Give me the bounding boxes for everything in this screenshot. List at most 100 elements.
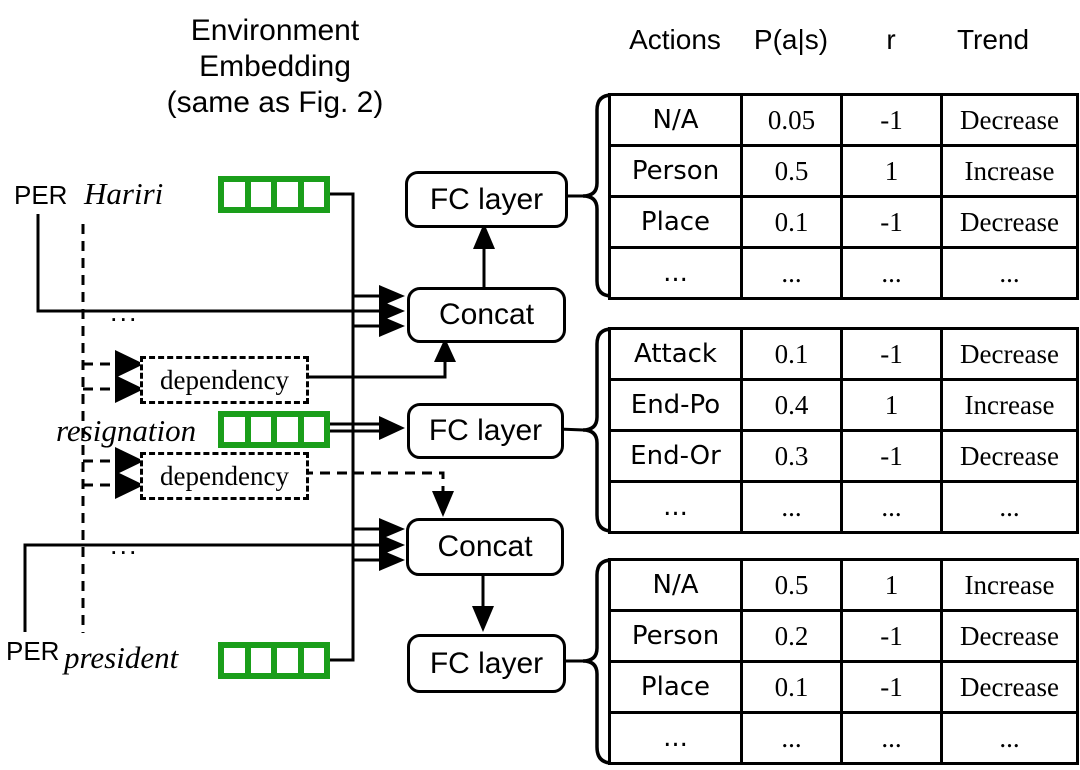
column-header-r: r: [886, 24, 896, 55]
column-header-actions: Actions: [629, 24, 721, 55]
fc-layer-label: FC layer: [429, 646, 544, 680]
table-cell: -1: [840, 660, 943, 714]
figure-title-line3: (same as Fig. 2): [166, 86, 384, 119]
table-cell: -1: [840, 327, 943, 381]
table-row: ............: [608, 246, 1079, 300]
table-cell: ...: [940, 246, 1079, 300]
table-cell: Person: [608, 144, 743, 198]
concat-label: Concat: [437, 530, 533, 563]
dependency-label: dependency: [160, 460, 289, 491]
solid-wires: [23, 192, 585, 663]
table-cell: End-Or: [608, 429, 743, 483]
table-cell: N/A: [608, 558, 743, 612]
brace-top-table: [582, 93, 614, 298]
table-cell: Increase: [940, 144, 1079, 198]
embedding-cell: [224, 648, 245, 673]
token-tag-per-top: PER: [14, 180, 68, 210]
arrowheads: [115, 223, 495, 632]
table-row: ............: [608, 711, 1079, 765]
figure-title: Environment Embedding (same as Fig. 2): [120, 13, 430, 121]
table-cell: Decrease: [940, 429, 1079, 483]
token-tag-per-bottom: PER: [6, 636, 60, 666]
table-cell: 0.5: [740, 558, 843, 612]
embedding-cell: [277, 417, 298, 442]
table-cell: ...: [940, 711, 1079, 765]
table-cell: 0.1: [740, 327, 843, 381]
table-cell: ...: [740, 480, 843, 534]
table-cell: ...: [840, 711, 943, 765]
embedding-cell: [250, 417, 271, 442]
table-cell: 1: [840, 378, 943, 432]
embedding-cell: [303, 417, 324, 442]
brace-middle-table: [582, 327, 614, 533]
table-cell: 0.3: [740, 429, 843, 483]
table-cell: Decrease: [940, 609, 1079, 663]
table-cell: Decrease: [940, 660, 1079, 714]
fc-layer-box-bottom: FC layer: [407, 634, 566, 693]
table-cell: ...: [940, 480, 1079, 534]
dependency-label: dependency: [160, 364, 289, 395]
token-word-hariri: Hariri: [84, 176, 164, 211]
concat-label: Concat: [438, 298, 535, 331]
table-cell: -1: [840, 609, 943, 663]
column-header-pas: P(a|s): [753, 24, 829, 55]
concat-box-bottom: Concat: [406, 518, 564, 576]
figure-title-line2: Embedding: [199, 50, 351, 83]
embedding-hariri: [218, 176, 330, 213]
embedding-cell: [303, 182, 324, 207]
embedding-cell: [224, 417, 245, 442]
table-cell: Decrease: [940, 93, 1079, 147]
table-cell: 1: [840, 144, 943, 198]
token-word-resignation: resignation: [56, 413, 197, 448]
token-word-president: president: [64, 640, 179, 675]
table-cell: 0.4: [740, 378, 843, 432]
table-cell: ...: [608, 246, 743, 300]
ellipsis-bottom: ...: [110, 530, 139, 560]
embedding-cell: [277, 648, 298, 673]
table-cell: Decrease: [940, 327, 1079, 381]
figure-title-line1: Environment: [190, 14, 360, 47]
dashed-wires: [81, 224, 445, 633]
table-cell: 0.1: [740, 195, 843, 249]
fc-layer-box-middle: FC layer: [407, 403, 564, 459]
table-cell: Place: [608, 660, 743, 714]
table-cell: ...: [840, 246, 943, 300]
concat-box-top: Concat: [407, 287, 566, 343]
column-header-trend: Trend: [956, 24, 1030, 55]
table-cell: ...: [740, 246, 843, 300]
table-cell: Decrease: [940, 195, 1079, 249]
fc-layer-label: FC layer: [429, 182, 544, 216]
table-cell: ...: [740, 711, 843, 765]
brace-bottom-table: [582, 558, 614, 765]
table-cell: ...: [608, 480, 743, 534]
table-braces: [582, 93, 614, 765]
table-cell: Increase: [940, 378, 1079, 432]
table-cell: 0.5: [740, 144, 843, 198]
table-cell: ...: [840, 480, 943, 534]
table-cell: Place: [608, 195, 743, 249]
table-cell: Attack: [608, 327, 743, 381]
table-cell: ...: [608, 711, 743, 765]
table-cell: 0.1: [740, 660, 843, 714]
table-cell: Person: [608, 609, 743, 663]
embedding-cell: [224, 182, 245, 207]
embedding-resignation: [218, 411, 330, 448]
table-row: ............: [608, 480, 1079, 534]
fc-layer-box-top: FC layer: [405, 171, 568, 228]
table-cell: -1: [840, 93, 943, 147]
ellipsis-top: ...: [110, 297, 139, 327]
table-cell: -1: [840, 429, 943, 483]
